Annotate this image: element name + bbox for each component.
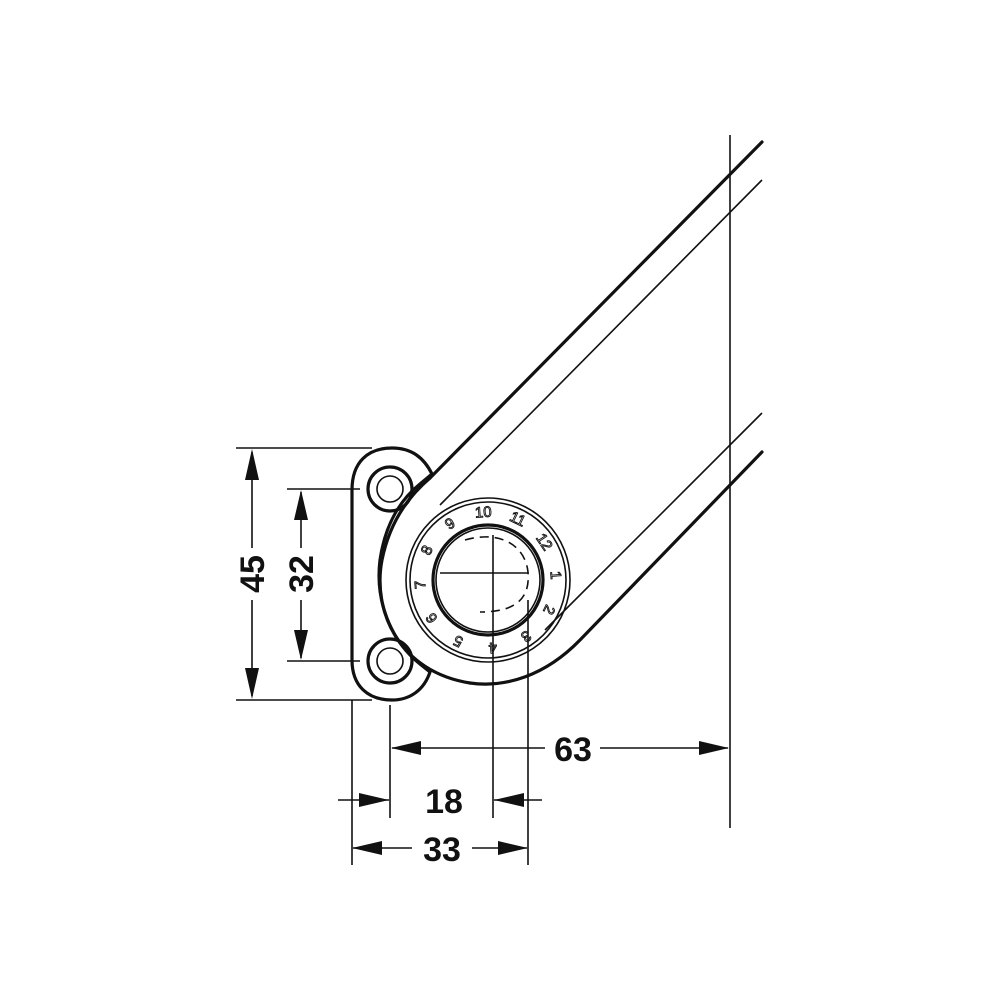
dial-number-6: 6 <box>423 610 442 626</box>
extension-lines <box>236 447 529 865</box>
dimension-18: 18 <box>338 783 542 821</box>
dimension-33: 33 <box>352 831 528 869</box>
dimension-18-label: 18 <box>425 783 463 821</box>
dimension-32: 32 <box>283 490 321 660</box>
mounting-plate <box>350 446 434 702</box>
dial-number-9: 9 <box>442 515 458 534</box>
dial-number-2: 2 <box>539 602 558 617</box>
dial-number-10: 10 <box>474 504 492 522</box>
dial-number-3: 3 <box>518 627 534 646</box>
dial-number-7: 7 <box>412 580 430 590</box>
dial-number-1: 1 <box>547 571 565 581</box>
dimension-63-label: 63 <box>554 731 592 769</box>
dimension-45: 45 <box>234 449 272 699</box>
dial-number-5: 5 <box>451 631 466 650</box>
cam-contour-dashed <box>464 536 530 613</box>
dimension-45-label: 45 <box>234 555 272 593</box>
dial-number-11: 11 <box>507 508 528 530</box>
dimension-32-label: 32 <box>283 555 321 593</box>
upper-screw-hole <box>366 465 414 513</box>
dial-number-8: 8 <box>418 543 437 558</box>
dimension-33-label: 33 <box>423 831 461 869</box>
dimension-63: 63 <box>391 731 729 769</box>
lower-screw-hole <box>366 637 414 685</box>
